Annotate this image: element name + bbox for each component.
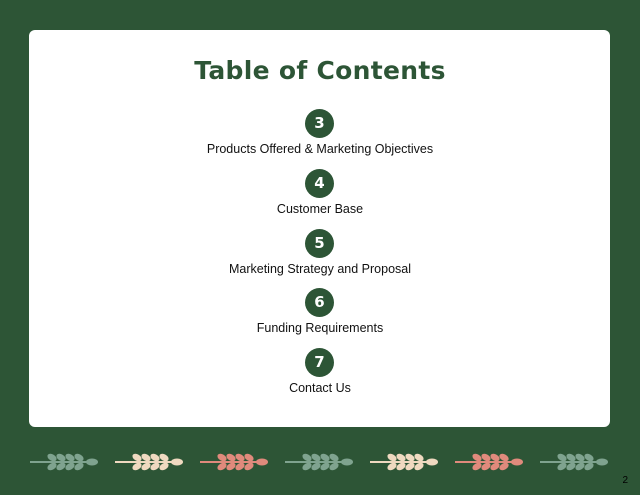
wheat-icon (200, 453, 268, 471)
wheat-icon (455, 453, 523, 471)
toc-item-number: 5 (305, 229, 334, 258)
wheat-icon (540, 453, 608, 471)
toc-item-label: Marketing Strategy and Proposal (228, 262, 412, 276)
wheat-icon (30, 453, 98, 471)
toc-item-label: Contact Us (289, 381, 351, 395)
toc-item[interactable]: 5 Marketing Strategy and Proposal (0, 229, 640, 279)
toc-item-number: 4 (305, 169, 334, 198)
page-title: Table of Contents (194, 56, 446, 85)
toc-item-number: 6 (305, 288, 334, 317)
wheat-icon (370, 453, 438, 471)
toc-item-label: Customer Base (276, 202, 364, 216)
toc-item-label: Products Offered & Marketing Objectives (206, 142, 434, 156)
toc-item-number: 7 (305, 348, 334, 377)
toc-item[interactable]: 4 Customer Base (0, 169, 640, 219)
toc-item[interactable]: 7 Contact Us (0, 348, 640, 398)
wheat-icon (115, 453, 183, 471)
toc-item-number: 3 (305, 109, 334, 138)
wheat-icon (285, 453, 353, 471)
toc-item[interactable]: 6 Funding Requirements (0, 288, 640, 338)
toc-item-label: Funding Requirements (256, 321, 384, 335)
wheat-decoration-row (30, 452, 610, 472)
toc-item[interactable]: 3 Products Offered & Marketing Objective… (0, 109, 640, 159)
page-number: 2 (622, 475, 628, 486)
